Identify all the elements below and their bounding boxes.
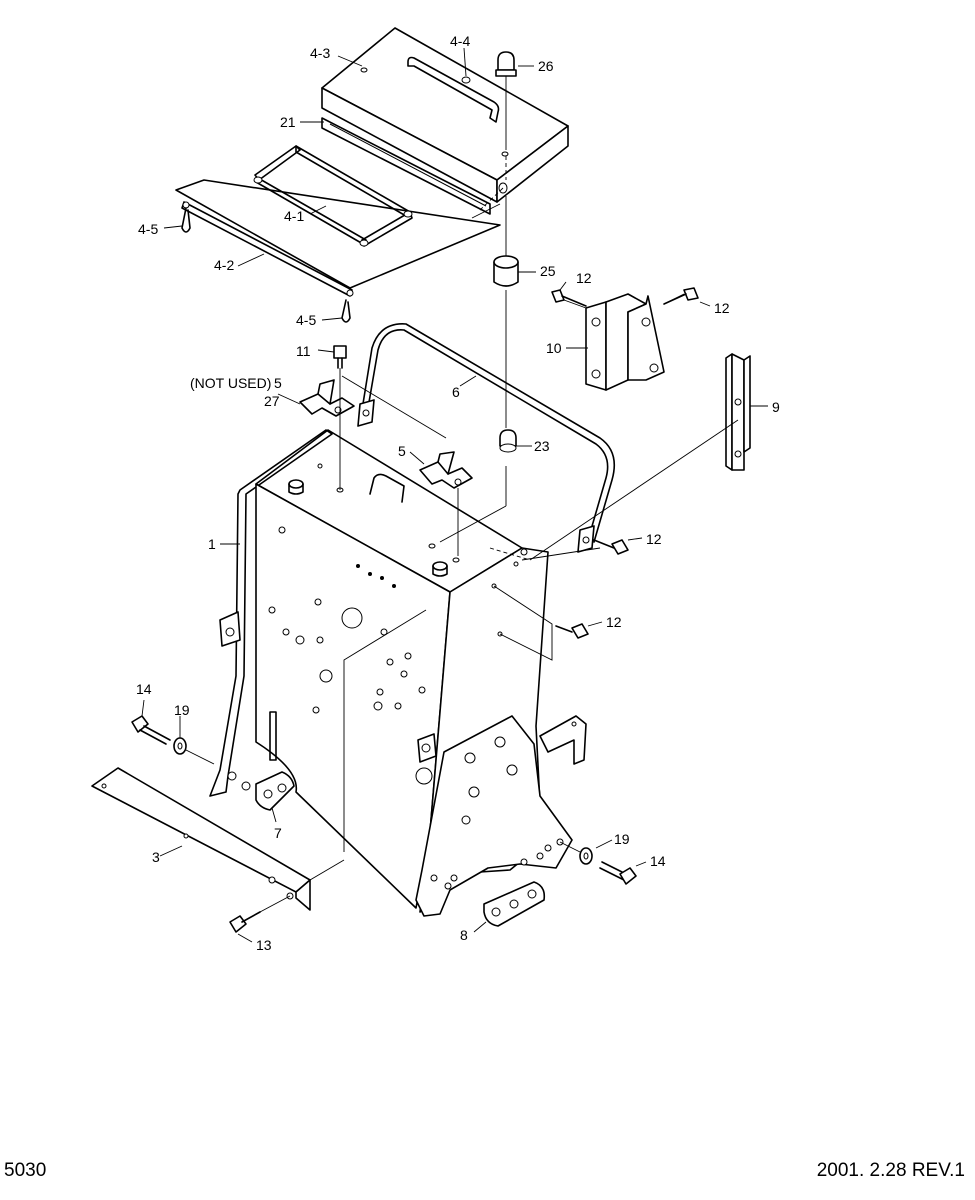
rubber-mount-part-7 xyxy=(255,771,295,811)
bracket-part xyxy=(585,293,665,391)
pin-part xyxy=(181,201,354,297)
callout-not-used: (NOT USED) xyxy=(190,375,271,391)
callout-27: 27 xyxy=(264,393,280,409)
callout-23: 23 xyxy=(534,438,550,454)
rubber-mount-part-8 xyxy=(483,881,546,927)
callout-6: 6 xyxy=(452,384,460,400)
callout-4-1: 4-1 xyxy=(284,208,304,224)
callout-12-bracket-left: 12 xyxy=(576,270,592,286)
bracket-part-5 xyxy=(419,451,473,489)
revision-date: 2001. 2.28 REV.1 xyxy=(816,1160,965,1181)
callout-4-5-upper: 4-5 xyxy=(138,221,158,237)
page-number: 5030 xyxy=(4,1160,47,1181)
clip-part-lower xyxy=(341,299,351,323)
callout-4-3: 4-3 xyxy=(310,45,330,61)
cap-nut-part xyxy=(495,51,517,77)
seat-cushion-part xyxy=(321,27,569,203)
bolt-part-14-right xyxy=(599,861,637,885)
handrail-part xyxy=(357,323,616,553)
bolt-part-12d xyxy=(555,623,589,639)
bolt-part-14-left xyxy=(131,715,171,745)
washer-part-19-left xyxy=(173,737,187,755)
callout-3: 3 xyxy=(152,849,160,865)
callout-10: 10 xyxy=(546,340,562,356)
callout-9: 9 xyxy=(772,399,780,415)
callout-19-left: 19 xyxy=(174,702,190,718)
bolt-part-12b xyxy=(663,287,699,305)
bolt-part-12a xyxy=(551,289,587,307)
callout-12-bracket-right: 12 xyxy=(714,300,730,316)
callout-5-upper: 5 xyxy=(274,375,282,391)
main-frame-part xyxy=(209,429,587,917)
callout-8: 8 xyxy=(460,927,468,943)
clip-part-upper xyxy=(181,207,191,233)
rubber-stopper-part xyxy=(499,429,517,453)
callout-4-4: 4-4 xyxy=(450,33,470,49)
bushing-part xyxy=(493,255,519,287)
washer-part-19-right xyxy=(579,847,593,865)
callout-14-right: 14 xyxy=(650,853,666,869)
leader-lines xyxy=(141,47,768,943)
bolt-part-11 xyxy=(333,345,347,369)
callout-25: 25 xyxy=(540,263,556,279)
bracket-part-27 xyxy=(299,379,355,417)
channel-part xyxy=(725,353,751,471)
callout-12-handrail: 12 xyxy=(646,531,662,547)
seat-rail-part xyxy=(321,117,491,215)
callout-4-2: 4-2 xyxy=(214,257,234,273)
callout-11: 11 xyxy=(296,343,311,359)
callout-26: 26 xyxy=(538,58,554,74)
callout-1: 1 xyxy=(208,536,216,552)
callout-labels: 4-3 4-4 26 21 4-1 4-5 4-2 4-5 25 12 12 1… xyxy=(136,33,780,953)
callout-13: 13 xyxy=(256,937,272,953)
callout-14-left: 14 xyxy=(136,681,152,697)
callout-4-5-lower: 4-5 xyxy=(296,312,316,328)
callout-12-frame: 12 xyxy=(606,614,622,630)
callout-5-lower: 5 xyxy=(398,443,406,459)
callout-19-right: 19 xyxy=(614,831,630,847)
bolt-part-12c xyxy=(593,539,629,555)
seat-frame-plate-part xyxy=(175,145,501,289)
callout-21: 21 xyxy=(280,114,296,130)
callout-7: 7 xyxy=(274,825,282,841)
bolt-part-13 xyxy=(229,911,261,933)
